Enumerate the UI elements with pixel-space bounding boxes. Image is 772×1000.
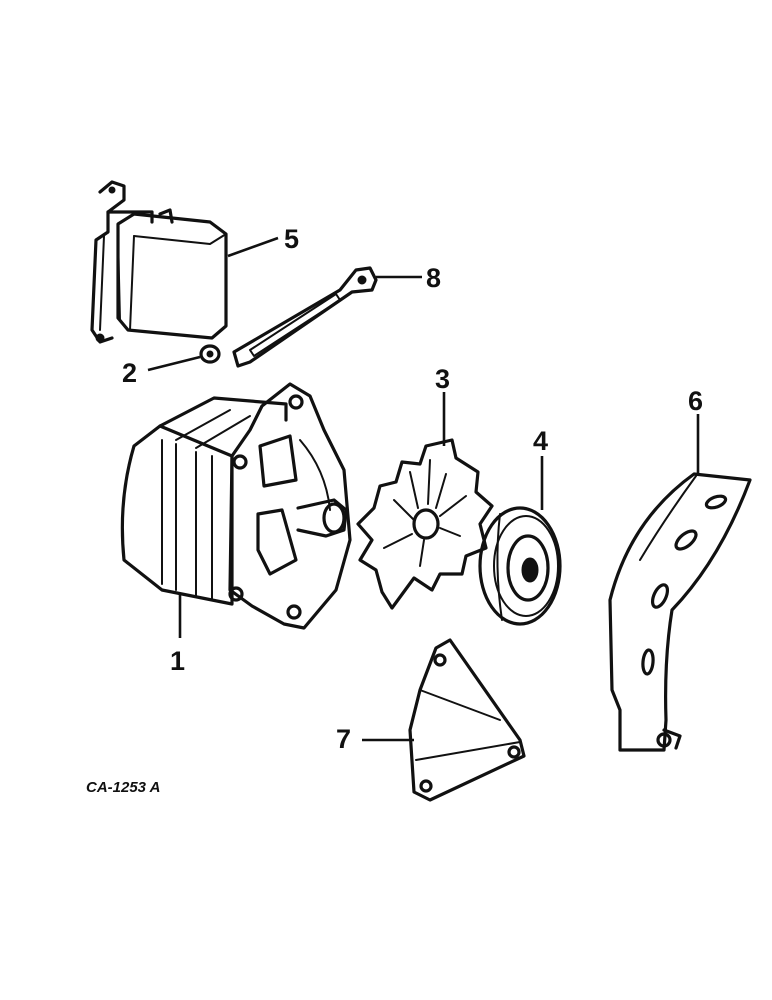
leader-2 [147, 355, 201, 372]
part-2-washer [199, 344, 221, 364]
part-7-plate [408, 638, 526, 802]
part-5-regulator [90, 180, 228, 344]
callout-5: 5 [284, 224, 299, 254]
leader-5 [227, 236, 279, 258]
callout-6: 6 [688, 386, 703, 416]
leader-lines [147, 236, 700, 742]
callout-7: 7 [336, 724, 351, 754]
callout-3: 3 [435, 364, 450, 394]
part-4-pulley [478, 506, 562, 626]
callout-labels: 1 2 3 4 5 6 7 8 [122, 224, 703, 754]
part-8-strap [232, 266, 378, 368]
callout-4: 4 [533, 426, 548, 456]
callout-8: 8 [426, 263, 441, 293]
callout-2: 2 [122, 358, 137, 388]
part-3-fan [356, 438, 494, 610]
callout-1: 1 [170, 646, 185, 676]
diagram-code: CA-1253 A [86, 779, 160, 796]
part-1-alternator [120, 382, 352, 630]
part-6-bracket [608, 472, 752, 752]
